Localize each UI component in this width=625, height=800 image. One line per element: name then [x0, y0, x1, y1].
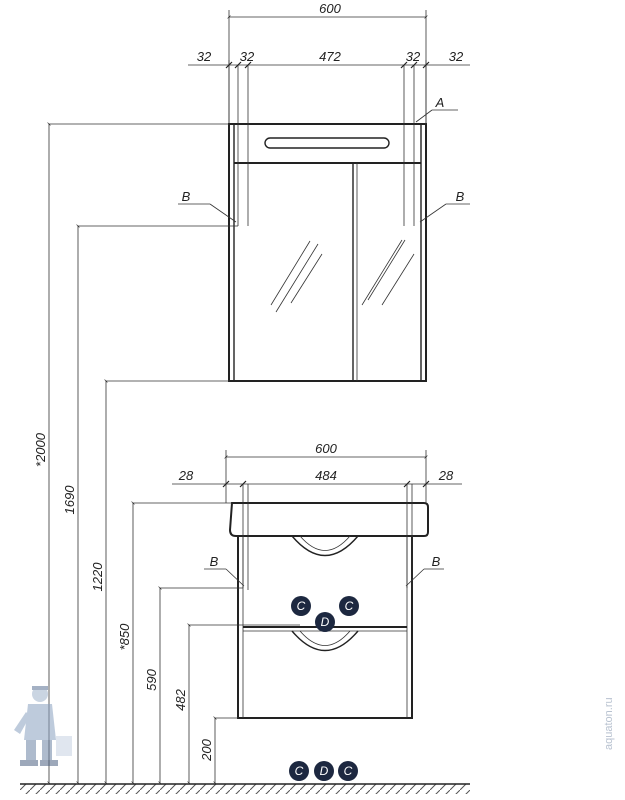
- basin: [228, 502, 429, 537]
- vanity-inner-label: 484: [315, 468, 337, 483]
- mirror-reflection-left: [270, 240, 323, 313]
- vanity-label-b-right: B: [432, 554, 441, 569]
- height-590-label: 590: [144, 668, 159, 690]
- cabinet-inner-left-label: 32: [240, 49, 255, 64]
- cabinet-label-b-right: B: [456, 189, 465, 204]
- height-482-label: 482: [173, 688, 188, 710]
- floor-badge-c-left: [289, 761, 309, 781]
- badge-c-right: [339, 596, 359, 616]
- vanity-unit: [228, 484, 429, 719]
- vanity-width-label: 600: [315, 441, 337, 456]
- label-a-callout: A: [415, 95, 458, 123]
- cabinet-inner-right-label: 32: [406, 49, 421, 64]
- siphon-cutout-top: [291, 535, 359, 557]
- light-strip: [264, 137, 390, 149]
- floor-hatch: [20, 784, 470, 794]
- svg-text:C: C: [345, 599, 354, 613]
- height-dimensions: *2000 1690 1220 *850 590 482 200: [33, 122, 300, 785]
- vanity-body: [237, 535, 413, 719]
- height-850-label: *850: [117, 623, 132, 651]
- label-a: A: [435, 95, 445, 110]
- vanity-label-b-right-callout: B: [405, 554, 444, 587]
- height-1220-label: 1220: [90, 562, 105, 592]
- mounting-badges-vanity: C C D: [291, 596, 359, 632]
- vanity-label-b-left-callout: B: [204, 554, 245, 587]
- cabinet-side-right-label: 32: [449, 49, 464, 64]
- cabinet-label-b-right-callout: B: [419, 189, 470, 223]
- cabinet-inner-dimensions: 32 32 472 32 32: [188, 49, 470, 124]
- height-2000-label: *2000: [33, 432, 48, 467]
- cabinet-width-label: 600: [319, 1, 341, 16]
- mounting-badges-floor: C D C: [289, 761, 358, 781]
- cabinet-frame: [228, 123, 427, 382]
- siphon-cutout-bottom: [291, 630, 359, 652]
- height-1690-label: 1690: [62, 485, 77, 515]
- plumber-mascot-illustration: [14, 686, 72, 766]
- svg-text:C: C: [344, 764, 353, 778]
- badge-c-left: [291, 596, 311, 616]
- mirror-cabinet: [228, 65, 427, 382]
- mirror-reflection-right: [361, 239, 415, 306]
- svg-text:C: C: [295, 764, 304, 778]
- cabinet-inner-label: 472: [319, 49, 341, 64]
- svg-text:D: D: [320, 764, 329, 778]
- cabinet-side-left-label: 32: [197, 49, 212, 64]
- badge-d: [315, 612, 335, 632]
- floor-badge-c-right: [338, 761, 358, 781]
- cabinet-label-b-left-callout: B: [178, 189, 237, 223]
- vanity-side-left-label: 28: [178, 468, 194, 483]
- vanity-side-right-label: 28: [438, 468, 454, 483]
- watermark: aquaton.ru: [603, 697, 615, 750]
- floor: [20, 783, 470, 794]
- vanity-width-dimension: 600: [224, 441, 428, 503]
- vanity-inner-dimensions: 28 484 28: [172, 468, 462, 488]
- floor-badge-d: [314, 761, 334, 781]
- svg-text:D: D: [321, 615, 330, 629]
- height-200-label: 200: [199, 738, 214, 761]
- cabinet-label-b-left: B: [182, 189, 191, 204]
- vanity-label-b-left: B: [210, 554, 219, 569]
- svg-text:C: C: [297, 599, 306, 613]
